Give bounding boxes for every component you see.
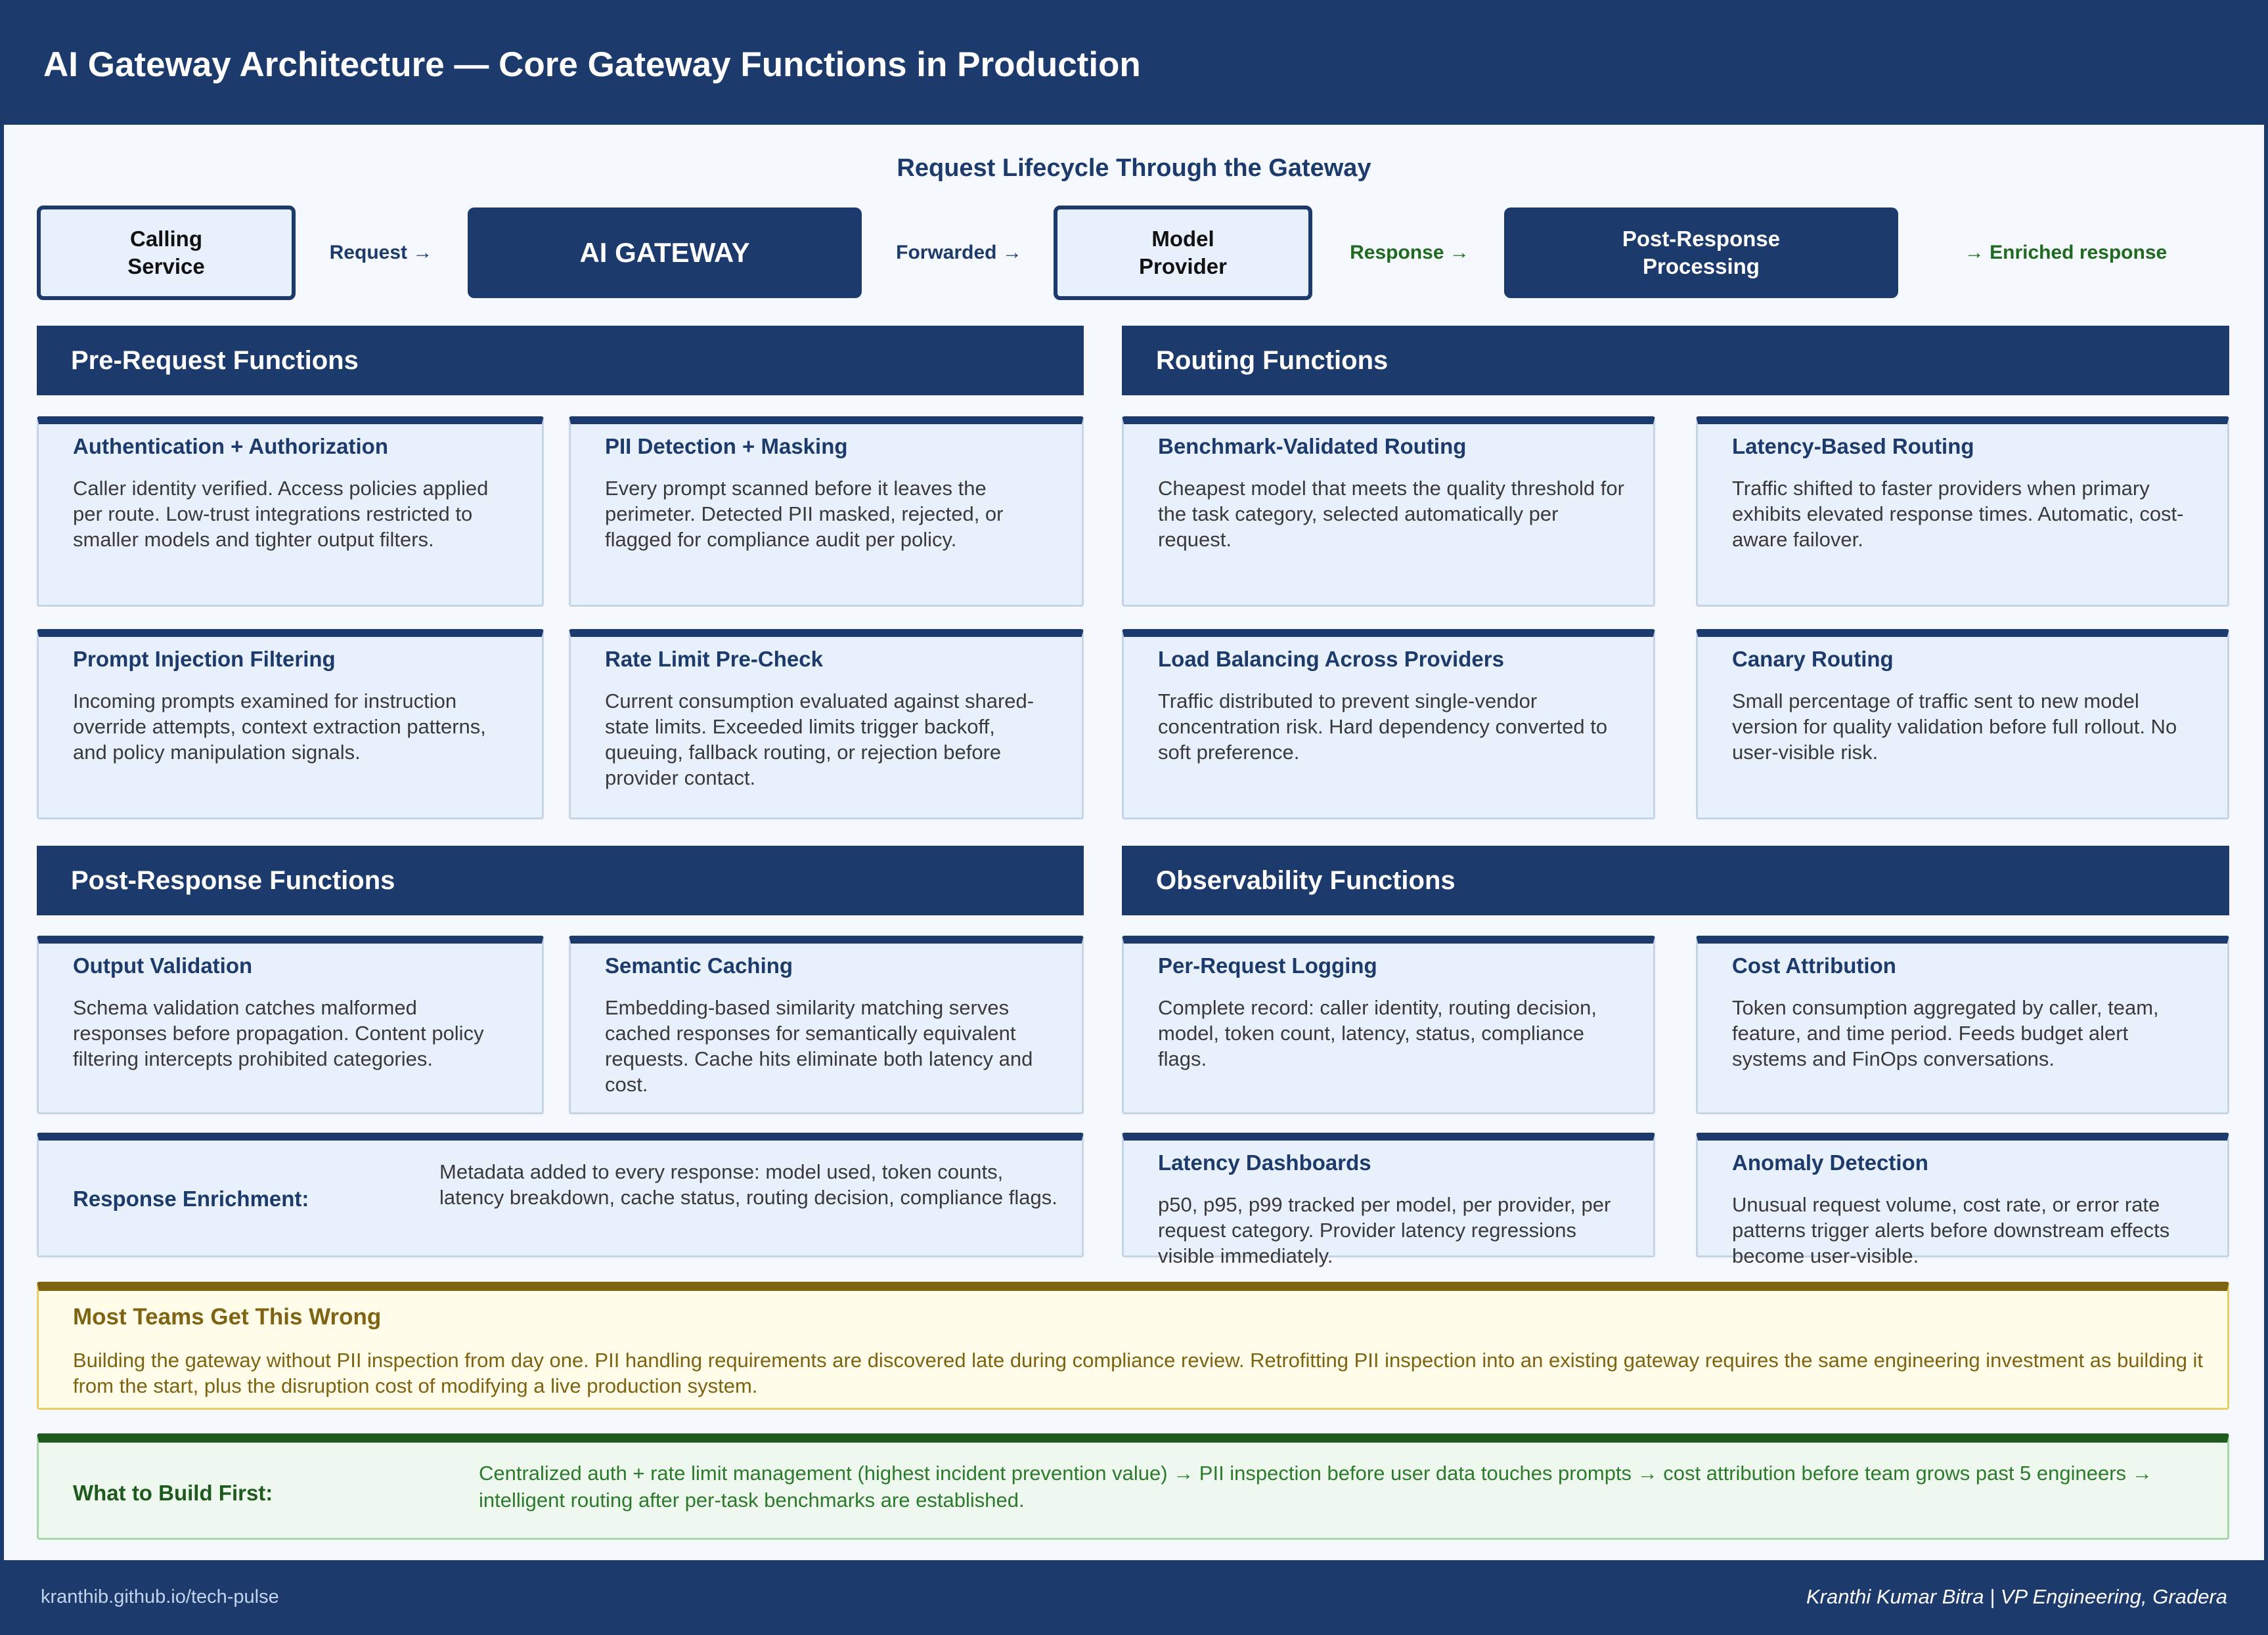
enriched-response-label: → Enriched response <box>1964 242 2168 263</box>
ai-gateway-box: AI GATEWAY <box>468 207 862 298</box>
routing-section-title: Routing Functions <box>1156 345 1389 375</box>
card-description: Token consumption aggregated by caller, … <box>1732 996 2159 1070</box>
build-first-title: What to Build First: <box>73 1481 273 1505</box>
canary-routing-card: Canary Routing Small percentage of traff… <box>1696 629 2229 819</box>
card-title: Authentication + Authorization <box>73 434 388 458</box>
request-arrow-label: Request → <box>329 242 433 263</box>
pre-request-section-header: Pre-Request Functions <box>37 326 1084 395</box>
routing-section-header: Routing Functions <box>1122 326 2229 395</box>
card-title: Rate Limit Pre-Check <box>605 647 823 671</box>
page-title: AI Gateway Architecture — Core Gateway F… <box>43 45 1141 84</box>
warning-callout: Most Teams Get This Wrong Building the g… <box>37 1282 2229 1410</box>
load-balancing-card: Load Balancing Across Providers Traffic … <box>1122 629 1655 819</box>
per-request-logging-card: Per-Request Logging Complete record: cal… <box>1122 936 1655 1114</box>
ai-gateway-label: AI GATEWAY <box>579 237 750 268</box>
card-description: p50, p95, p99 tracked per model, per pro… <box>1158 1193 1611 1267</box>
warning-description: Building the gateway without PII inspect… <box>73 1349 2204 1397</box>
card-description: Schema validation catches malformed resp… <box>73 996 484 1070</box>
prompt-injection-card: Prompt Injection Filtering Incoming prom… <box>37 629 544 819</box>
anomaly-detection-card: Anomaly Detection Unusual request volume… <box>1696 1133 2229 1267</box>
card-title: Latency Dashboards <box>1158 1150 1371 1175</box>
post-response-section-header: Post-Response Functions <box>37 846 1084 915</box>
card-title: Anomaly Detection <box>1732 1150 1928 1175</box>
authentication-card: Authentication + Authorization Caller id… <box>37 416 544 607</box>
card-description: Traffic distributed to prevent single-ve… <box>1158 689 1608 764</box>
post-response-processing-label: Post-Response Processing <box>1622 227 1781 278</box>
card-title: PII Detection + Masking <box>605 434 848 458</box>
card-description: Small percentage of traffic sent to new … <box>1732 689 2177 764</box>
card-title: Canary Routing <box>1732 647 1894 671</box>
calling-service-box: Calling Service <box>37 206 296 300</box>
card-title: Per-Request Logging <box>1158 953 1377 978</box>
rate-limit-card: Rate Limit Pre-Check Current consumption… <box>569 629 1084 819</box>
header-banner: AI Gateway Architecture — Core Gateway F… <box>0 0 2268 125</box>
card-title: Benchmark-Validated Routing <box>1158 434 1467 458</box>
forwarded-arrow-label: Forwarded → <box>896 242 1022 263</box>
card-description: Current consumption evaluated against sh… <box>605 689 1034 789</box>
warning-title: Most Teams Get This Wrong <box>73 1304 382 1330</box>
post-response-section-title: Post-Response Functions <box>71 865 395 895</box>
card-title: Prompt Injection Filtering <box>73 647 336 671</box>
card-description: Every prompt scanned before it leaves th… <box>605 477 1004 551</box>
response-enrichment-card: Response Enrichment: Metadata added to e… <box>37 1133 1084 1257</box>
flow-title: Request Lifecycle Through the Gateway <box>897 154 1371 182</box>
build-first-description: Centralized auth + rate limit management… <box>479 1462 2152 1512</box>
card-title: Latency-Based Routing <box>1732 434 1974 458</box>
response-enrichment-title: Response Enrichment: <box>73 1187 309 1211</box>
pii-detection-card: PII Detection + Masking Every prompt sca… <box>569 416 1084 607</box>
card-title: Output Validation <box>73 953 253 978</box>
card-description: Unusual request volume, cost rate, or er… <box>1732 1193 2170 1267</box>
card-description: Incoming prompts examined for instructio… <box>73 689 486 764</box>
output-validation-card: Output Validation Schema validation catc… <box>37 936 544 1114</box>
card-description: Complete record: caller identity, routin… <box>1158 996 1597 1070</box>
model-provider-label: Model Provider <box>1139 227 1227 278</box>
latency-routing-card: Latency-Based Routing Traffic shifted to… <box>1696 416 2229 607</box>
card-description: Traffic shifted to faster providers when… <box>1732 477 2184 551</box>
build-first-callout: What to Build First: Centralized auth + … <box>37 1433 2229 1540</box>
model-provider-box: Model Provider <box>1054 206 1312 300</box>
cost-attribution-card: Cost Attribution Token consumption aggre… <box>1696 936 2229 1114</box>
benchmark-routing-card: Benchmark-Validated Routing Cheapest mod… <box>1122 416 1655 607</box>
observability-section-title: Observability Functions <box>1156 865 1456 895</box>
footer: kranthib.github.io/tech-pulse Kranthi Ku… <box>0 1560 2268 1635</box>
observability-section-header: Observability Functions <box>1122 846 2229 915</box>
footer-url: kranthib.github.io/tech-pulse <box>41 1586 279 1607</box>
calling-service-label: Calling Service <box>127 227 205 278</box>
card-title: Semantic Caching <box>605 953 793 978</box>
card-title: Load Balancing Across Providers <box>1158 647 1504 671</box>
latency-dashboards-card: Latency Dashboards p50, p95, p99 tracked… <box>1122 1133 1655 1267</box>
pre-request-section-title: Pre-Request Functions <box>71 345 359 375</box>
card-description: Cheapest model that meets the quality th… <box>1158 477 1624 551</box>
response-arrow-label: Response → <box>1350 242 1469 263</box>
card-title: Cost Attribution <box>1732 953 1896 978</box>
post-response-processing-box: Post-Response Processing <box>1504 207 1898 298</box>
footer-author: Kranthi Kumar Bitra | VP Engineering, Gr… <box>1806 1585 2227 1608</box>
card-description: Caller identity verified. Access policie… <box>73 477 489 551</box>
semantic-caching-card: Semantic Caching Embedding-based similar… <box>569 936 1084 1114</box>
response-enrichment-description: Metadata added to every response: model … <box>439 1160 1057 1209</box>
card-description: Embedding-based similarity matching serv… <box>605 996 1033 1096</box>
